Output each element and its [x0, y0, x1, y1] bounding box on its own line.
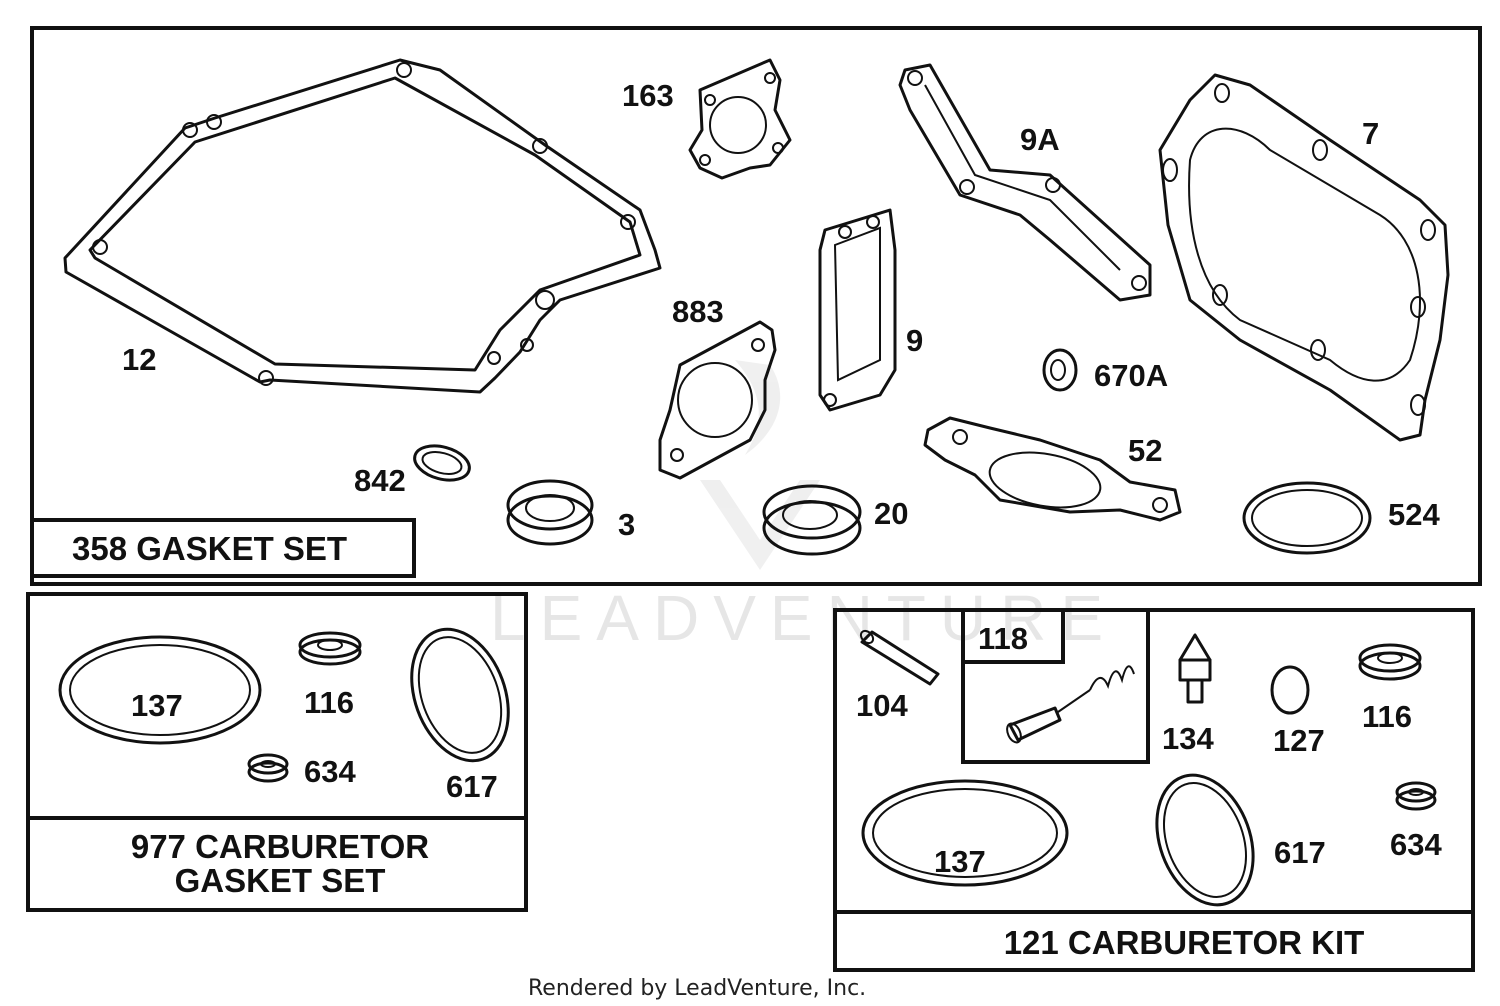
part-634-washer-kit[interactable] — [1395, 781, 1437, 811]
part-137-gasket[interactable] — [58, 635, 262, 745]
label-118: 118 — [978, 621, 1028, 656]
part-104-pin[interactable] — [859, 629, 940, 686]
gasket-set-frame — [30, 26, 1482, 586]
label-137-b: 137 — [934, 844, 986, 879]
label-7: 7 — [1362, 116, 1379, 151]
label-137-a: 137 — [131, 688, 183, 723]
gasket-set-title-box — [30, 518, 416, 578]
label-883: 883 — [672, 294, 724, 329]
part-617-gasket[interactable] — [394, 616, 525, 775]
part-9a-gasket[interactable] — [898, 63, 1152, 302]
label-9a: 9A — [1020, 122, 1060, 157]
label-634-b: 634 — [1390, 827, 1442, 862]
carb-gasket-set-title-1: 977 CARBURETOR — [131, 828, 429, 865]
carb-kit-frame — [833, 608, 1475, 972]
part-9-gasket[interactable] — [818, 208, 897, 412]
label-52: 52 — [1128, 433, 1162, 468]
part-12-crankcase-gasket[interactable] — [63, 58, 662, 394]
label-163: 163 — [622, 78, 674, 113]
part-524-o-ring[interactable] — [1242, 481, 1372, 555]
part-20-oil-seal[interactable] — [762, 484, 862, 556]
part-118-needle-spring[interactable] — [1004, 665, 1135, 744]
footer-credit: Rendered by LeadVenture, Inc. — [528, 976, 866, 1001]
part-670a-washer[interactable] — [1042, 348, 1078, 392]
watermark-logo — [700, 360, 820, 570]
label-842: 842 — [354, 463, 406, 498]
label-116-a: 116 — [304, 685, 354, 720]
carb-gasket-set-panel: 977 CARBURETOR GASKET SET 137 116 634 61… — [26, 592, 528, 912]
label-104: 104 — [856, 688, 908, 723]
part-7-head-gasket[interactable] — [1158, 73, 1450, 442]
part-842-o-ring[interactable] — [411, 440, 473, 485]
label-9: 9 — [906, 323, 923, 358]
label-617-a: 617 — [446, 769, 498, 804]
label-617-b: 617 — [1274, 835, 1326, 870]
label-12: 12 — [122, 342, 156, 377]
label-127: 127 — [1273, 723, 1325, 758]
label-634-a: 634 — [304, 754, 356, 789]
part-116-washer-kit[interactable] — [1358, 643, 1422, 681]
label-670a: 670A — [1094, 358, 1168, 393]
part-137-gasket-kit[interactable] — [861, 779, 1069, 887]
part-52-exhaust-gasket[interactable] — [923, 416, 1182, 522]
gasket-set-panel: 358 GASKET SET 12 163 — [30, 26, 1482, 586]
part-118-label-box — [961, 608, 1065, 664]
part-116-washer[interactable] — [298, 631, 362, 666]
part-3-oil-seal[interactable] — [506, 479, 594, 546]
gasket-set-title: 358 GASKET SET — [72, 530, 347, 567]
label-134: 134 — [1162, 721, 1214, 756]
label-3: 3 — [618, 507, 635, 542]
part-617-gasket-kit[interactable] — [1140, 762, 1270, 919]
label-20: 20 — [874, 496, 908, 531]
part-134-float-needle[interactable] — [1178, 633, 1212, 704]
carb-gasket-set-frame — [26, 592, 528, 912]
carb-kit-panel: 121 CARBURETOR KIT 104 118 134 127 — [833, 608, 1475, 972]
part-163-gasket[interactable] — [688, 58, 792, 180]
part-127-welch-plug[interactable] — [1270, 665, 1310, 715]
part-634-washer[interactable] — [247, 753, 289, 783]
part-883-gasket[interactable] — [658, 320, 777, 480]
carb-gasket-set-title-2: GASKET SET — [175, 862, 386, 899]
label-524: 524 — [1388, 497, 1440, 532]
label-116-b: 116 — [1362, 699, 1412, 734]
carb-kit-title: 121 CARBURETOR KIT — [1004, 924, 1365, 961]
watermark-text: LEADVENTURE — [490, 582, 1117, 654]
